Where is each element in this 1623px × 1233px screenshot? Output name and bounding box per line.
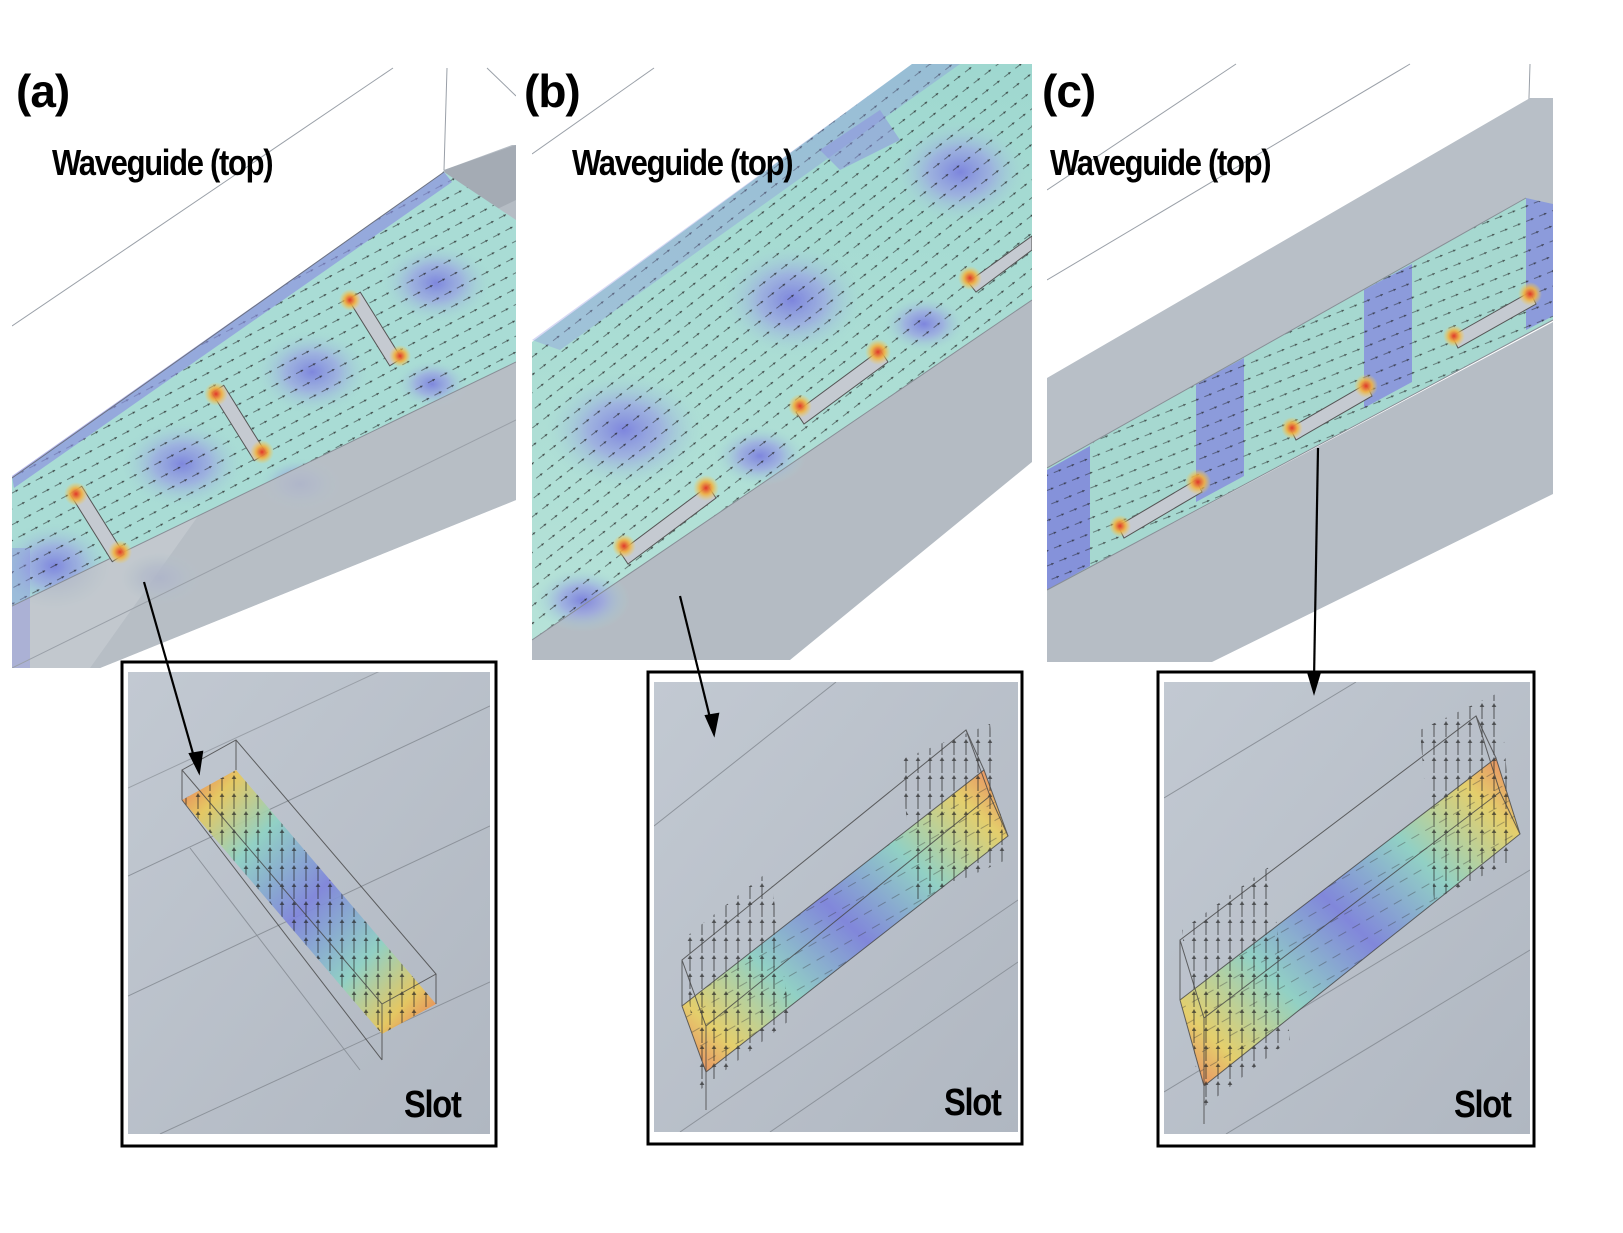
panel-a-slot-inset bbox=[120, 660, 498, 1148]
panel-b-slot-3 bbox=[958, 235, 1032, 293]
panel-b-slot-label: Slot bbox=[944, 1082, 1002, 1124]
panel-c-waveguide-view bbox=[1047, 63, 1553, 662]
panel-c-label: (c) bbox=[1042, 65, 1096, 117]
panel-a-slot-3 bbox=[339, 289, 411, 367]
panel-b-slot-inset bbox=[646, 670, 1024, 1146]
panel-c-slot-2 bbox=[1281, 374, 1378, 441]
arrow-b-head bbox=[704, 712, 720, 738]
panel-b-slot-2 bbox=[788, 339, 891, 425]
panel-a-waveguide-view bbox=[12, 67, 516, 668]
panel-c-waveguide-label: Waveguide (top) bbox=[1050, 142, 1272, 183]
arrow-c-head bbox=[1306, 670, 1322, 696]
panel-a-waveguide-label: Waveguide (top) bbox=[52, 142, 274, 183]
panel-a-label: (a) bbox=[16, 65, 70, 117]
panel-b-waveguide-view bbox=[532, 64, 1032, 660]
panel-a-slot-1 bbox=[64, 482, 132, 564]
panel-c-slot-3 bbox=[1443, 282, 1542, 349]
panel-b-slot-1 bbox=[612, 475, 719, 565]
panel-a-slot-label: Slot bbox=[404, 1084, 462, 1126]
arrow-c bbox=[1312, 447, 1320, 681]
arrow-b bbox=[678, 595, 714, 727]
panel-a-slot-2 bbox=[204, 382, 274, 464]
arrow-a bbox=[142, 581, 198, 765]
panel-b-waveguide-label: Waveguide (top) bbox=[572, 142, 794, 183]
panel-c-slot-inset bbox=[1156, 670, 1536, 1148]
arrow-a-head bbox=[188, 750, 204, 776]
panel-c-slot-label: Slot bbox=[1454, 1084, 1512, 1126]
panel-c-slot-1 bbox=[1109, 469, 1211, 539]
panel-b-label: (b) bbox=[524, 65, 581, 117]
callout-arrows bbox=[142, 447, 1322, 776]
